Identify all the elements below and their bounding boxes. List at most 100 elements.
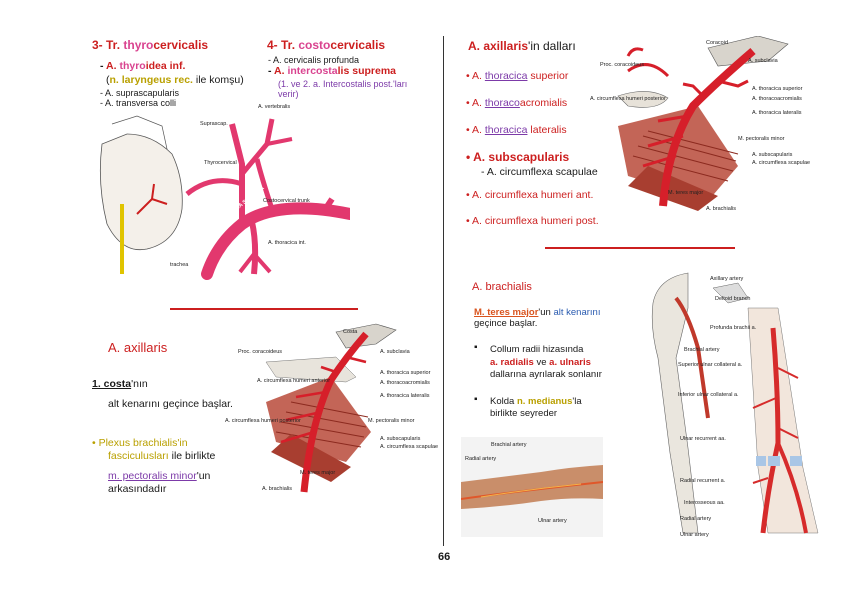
- text: M. teres major: [474, 307, 538, 318]
- branch-thoracoacromialis: • A. thoracoacromialis: [466, 97, 567, 109]
- label-thoracica-superior: A. thoracica superior: [752, 86, 802, 92]
- text: ile komşu): [196, 74, 244, 86]
- thyroid-branch: [187, 181, 242, 194]
- title-part: Tr.: [106, 38, 120, 52]
- label-brachial: Brachial artery: [491, 442, 526, 448]
- label-thoracica-lateralis: A. thoracica lateralis: [752, 110, 802, 116]
- label-deltoid: Deltoid branch: [715, 296, 750, 302]
- text: • A.: [466, 97, 482, 109]
- label-proc-coracoideus: Proc. coracoideus: [238, 349, 282, 355]
- label-subclavia: A. subclavia: [380, 349, 410, 355]
- dash: -: [100, 60, 104, 72]
- title-part: A. axillaris: [468, 39, 528, 53]
- title-number: 4-: [267, 38, 278, 52]
- label-subscapularis: A. subscapularis: [752, 152, 792, 158]
- label-brachialis: A. brachialis: [706, 206, 736, 212]
- text: m. pectoralis minor: [108, 470, 197, 482]
- circumflex-loop: [628, 49, 643, 56]
- label-axillary: Axillary artery: [710, 276, 743, 282]
- forearm-tissue: [748, 308, 818, 533]
- text: A.: [274, 65, 285, 77]
- title-part: Tr.: [281, 38, 295, 52]
- page-number: 66: [438, 551, 450, 563]
- costa-line: 1. costa'nın: [92, 378, 148, 390]
- label-radial-recurrent: Radial recurrent a.: [680, 478, 725, 484]
- label-proc-coracoideus: Proc. coracoideus: [600, 62, 644, 68]
- text: • A.: [466, 124, 482, 136]
- text: thyro: [119, 60, 145, 72]
- arkasinda-line: arkasındadır: [108, 483, 166, 495]
- section-title-costocervicalis: 4- Tr. costocervicalis: [267, 38, 385, 52]
- suprascapularis-item: - A. suprascapularis: [100, 88, 179, 98]
- seyreder-line: birlikte seyreder: [490, 408, 557, 419]
- red-rule-left: [170, 308, 358, 310]
- suprascapular-branch: [267, 139, 292, 144]
- label-thoracica-superior: A. thoracica superior: [380, 370, 430, 376]
- text: 'la: [572, 396, 581, 407]
- elbow-marker: [756, 456, 766, 466]
- label-subclavia: A. subclavia: [748, 58, 778, 64]
- title-part: cervicalis: [153, 38, 208, 52]
- page-center-divider: [443, 36, 444, 546]
- red-rule-right: [545, 247, 735, 249]
- text: 'un: [538, 307, 550, 318]
- axillaris-heading: A. axillaris: [108, 340, 167, 355]
- label-circumflexa-scapulae: A. circumflexa scapulae: [380, 444, 438, 450]
- text: a. ulnaris: [549, 357, 591, 368]
- title-part: costo: [298, 38, 330, 52]
- text: thoracica: [485, 70, 528, 82]
- text: lateralis: [530, 124, 566, 136]
- section-title-thyrocervicalis: 3- Tr. thyrocervicalis: [92, 38, 208, 52]
- branch-subscapularis: • A. subscapularis: [466, 150, 569, 164]
- text: alt kenarını: [553, 307, 600, 318]
- bullet-dot: ▪: [474, 342, 478, 353]
- text: • A.: [466, 70, 482, 82]
- text: thoracica: [485, 124, 528, 136]
- label-circumflexa-post: A. circumflexa humeri posterior: [225, 418, 301, 424]
- label-circumflexa-scapulae: A. circumflexa scapulae: [752, 160, 810, 166]
- label-profunda: Profunda brachii a.: [710, 325, 756, 331]
- text: 1. costa: [92, 378, 131, 390]
- radialis-ulnaris-line: a. radialis ve a. ulnaris: [490, 357, 591, 368]
- branch-circumflexa-humeri-ant: • A. circumflexa humeri ant.: [466, 189, 593, 201]
- branch-thoracica-lateralis: • A. thoracica lateralis: [466, 124, 567, 136]
- text: intercosta: [287, 65, 337, 77]
- cervicalis-profunda-item: - A. cervicalis profunda: [268, 55, 359, 65]
- elbow-marker: [768, 456, 780, 466]
- title-part: 'in dalları: [528, 39, 576, 53]
- label-thoracica-int: A. thoracica int.: [268, 240, 306, 246]
- intercostalis-note: (1. ve 2. a. Intercostalis post.'ları: [278, 79, 407, 89]
- label-inferior-ulnar: Inferior ulnar collateral a.: [678, 392, 739, 398]
- text: A.: [106, 60, 117, 72]
- fasciculus-line: fasciculusları ile birlikte: [108, 450, 215, 462]
- elbow-marker: [790, 456, 802, 466]
- text: n. laryngeus rec.: [110, 74, 193, 86]
- arm-arteries-figure: [628, 268, 838, 540]
- text: superior: [530, 70, 568, 82]
- label-suprascap: Suprascap.: [200, 121, 228, 127]
- branch-circumflexa-scapulae: - A. circumflexa scapulae: [481, 166, 598, 178]
- pectoralis-line: m. pectoralis minor'un: [108, 470, 210, 482]
- text: ile birlikte: [172, 450, 216, 462]
- label-thoracoacromialis: A. thoracoacromialis: [752, 96, 802, 102]
- label-coracoid: Coracoid: [706, 40, 728, 46]
- sonlanir-line: dallarına ayrılarak sonlanır: [490, 369, 602, 380]
- label-circumflexa-ant: A. circumflexa humeri anterior: [257, 378, 330, 384]
- brachialis-heading: A. brachialis: [472, 281, 532, 293]
- label-brachial-artery: Brachial artery: [684, 347, 719, 353]
- label-costa: Costa: [343, 329, 357, 335]
- dash: -: [268, 65, 272, 77]
- bullet-dot: ▪: [474, 394, 478, 405]
- axillaris-branches-title: A. axillaris'in dalları: [468, 39, 576, 53]
- humerus-bone: [652, 273, 698, 533]
- text: thoraco: [485, 97, 520, 109]
- laryngeus-line: (n. laryngeus rec. ile komşu): [106, 74, 244, 86]
- label-pectoralis-minor: M. pectoralis minor: [738, 136, 784, 142]
- thyroidea-inf-line: - A. thyroidea inf.: [100, 60, 185, 72]
- subclavia-branches-figure: [92, 104, 350, 284]
- intercostalis-note2: verir): [278, 89, 299, 99]
- label-interosseous: Interosseous aa.: [684, 500, 725, 506]
- text: ve: [536, 357, 546, 368]
- intercostalis-suprema-line: - A. intercostalis suprema: [268, 65, 396, 77]
- text: idea inf.: [146, 60, 186, 72]
